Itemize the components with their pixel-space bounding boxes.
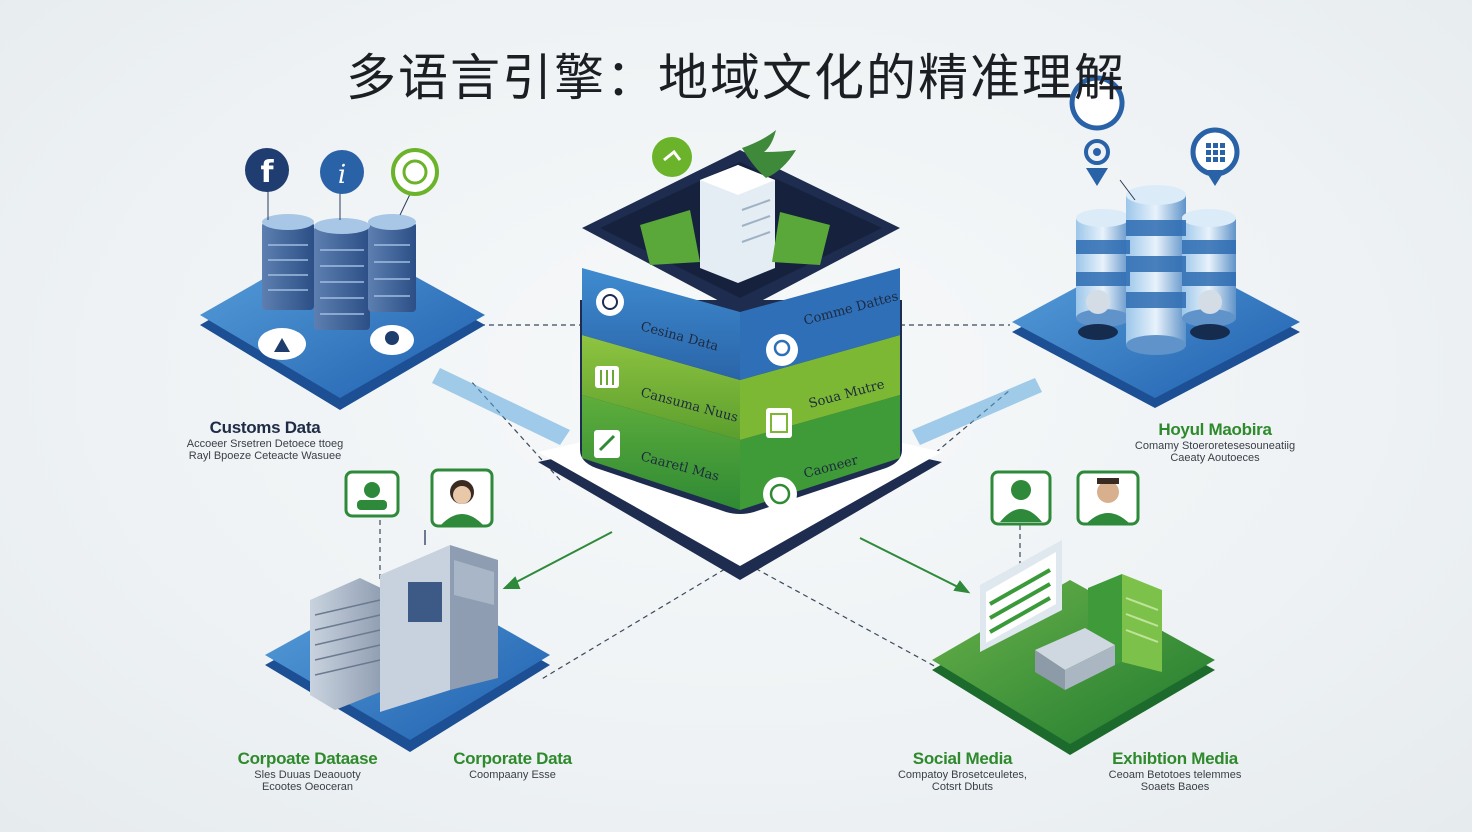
globe-icon [763, 477, 797, 511]
customs-data-node[interactable] [200, 214, 485, 410]
social-media-heading: Social Media [912, 749, 1013, 768]
arrow-lines [502, 531, 971, 594]
chat-pin-icon [652, 137, 692, 177]
customs-data-heading: Customs Data [209, 418, 321, 437]
monitor-icon [980, 540, 1062, 652]
location-pins [1069, 75, 1240, 201]
exhibition-media-line2: Soaets Baoes [1140, 781, 1210, 794]
contact-cards [344, 468, 494, 528]
location-pin-icon [1069, 75, 1125, 186]
corporate-node[interactable] [265, 530, 550, 752]
page-title: 多语言引擎：地域文化的精准理解 [346, 49, 1126, 107]
social-media-line1: Compatoy Brosetceuletes, [897, 768, 1027, 781]
hoyul-heading: Hoyul Maobira [1158, 420, 1272, 439]
svg-text:f: f [260, 155, 274, 190]
hoyul-line1: Comamy Stoeroretesesouneatiig [1134, 439, 1296, 452]
corporate-database-heading: Corpoate Dataase [237, 749, 378, 768]
grid-pin-icon [1190, 127, 1240, 186]
server-rack-icon [262, 214, 416, 330]
corporate-data-heading: Corporate Data [453, 749, 572, 768]
corporate-database-line1: Sles Duuas Deaouoty [254, 768, 361, 781]
bird-icon [742, 130, 796, 178]
whatsapp-icon [391, 148, 439, 196]
chat-bubble-icon [596, 288, 624, 316]
profile-cards [990, 470, 1140, 526]
building-block-icon [595, 366, 619, 388]
database-cylinders-icon [1076, 185, 1236, 355]
info-icon: i [320, 150, 364, 194]
facebook-icon: f [245, 148, 289, 192]
customs-data-line2: Rayl Bpoeze Ceteacte Wasuee [188, 450, 342, 463]
exhibition-media-line1: Ceoam Betotoes telemmes [1108, 768, 1242, 781]
exhibition-media-heading: Exhibtion Media [1112, 749, 1238, 768]
beam-connectors [432, 368, 1042, 445]
support-icon [766, 334, 798, 366]
central-hub[interactable]: Cesina Data Comme Dattes Cansuma Nuus So… [538, 130, 942, 580]
media-node[interactable] [932, 540, 1215, 755]
man-avatar-icon [1076, 470, 1140, 526]
printer-icon [1035, 628, 1115, 690]
social-media-label: Social Media Compatoy Brosetceuletes, Co… [860, 749, 1065, 794]
person-card-icon [430, 468, 494, 528]
customs-data-line1: Accoeer Srsetren Detoece ttoeg [186, 437, 344, 450]
user-avatar-icon [990, 470, 1052, 526]
corporate-database-line2: Ecootes Oeoceran [261, 781, 354, 794]
exhibition-media-label: Exhibtion Media Ceoam Betotoes telemmes … [1075, 749, 1275, 794]
office-building-icon [310, 530, 498, 712]
svg-text:i: i [338, 160, 346, 190]
corporate-data-line1: Coompaany Esse [469, 768, 556, 781]
book-icon [766, 408, 792, 438]
handshake-card-icon [344, 470, 400, 518]
hoyul-database-node[interactable] [1012, 185, 1300, 408]
hoyul-line2: Caeaty Aoutoeces [1170, 452, 1260, 465]
social-pins: f i [245, 148, 439, 220]
social-media-line2: Cotsrt Dbuts [931, 781, 994, 794]
hoyul-label: Hoyul Maobira Comamy Stoeroretesesouneat… [1100, 420, 1330, 465]
corporate-data-label: Corporate Data Coompaany Esse [420, 749, 605, 781]
customs-data-label: Customs Data Accoeer Srsetren Detoece tt… [140, 418, 390, 463]
arrow-tile-icon [594, 430, 620, 458]
corporate-database-label: Corpoate Dataase Sles Duuas Deaouoty Eco… [200, 749, 415, 794]
